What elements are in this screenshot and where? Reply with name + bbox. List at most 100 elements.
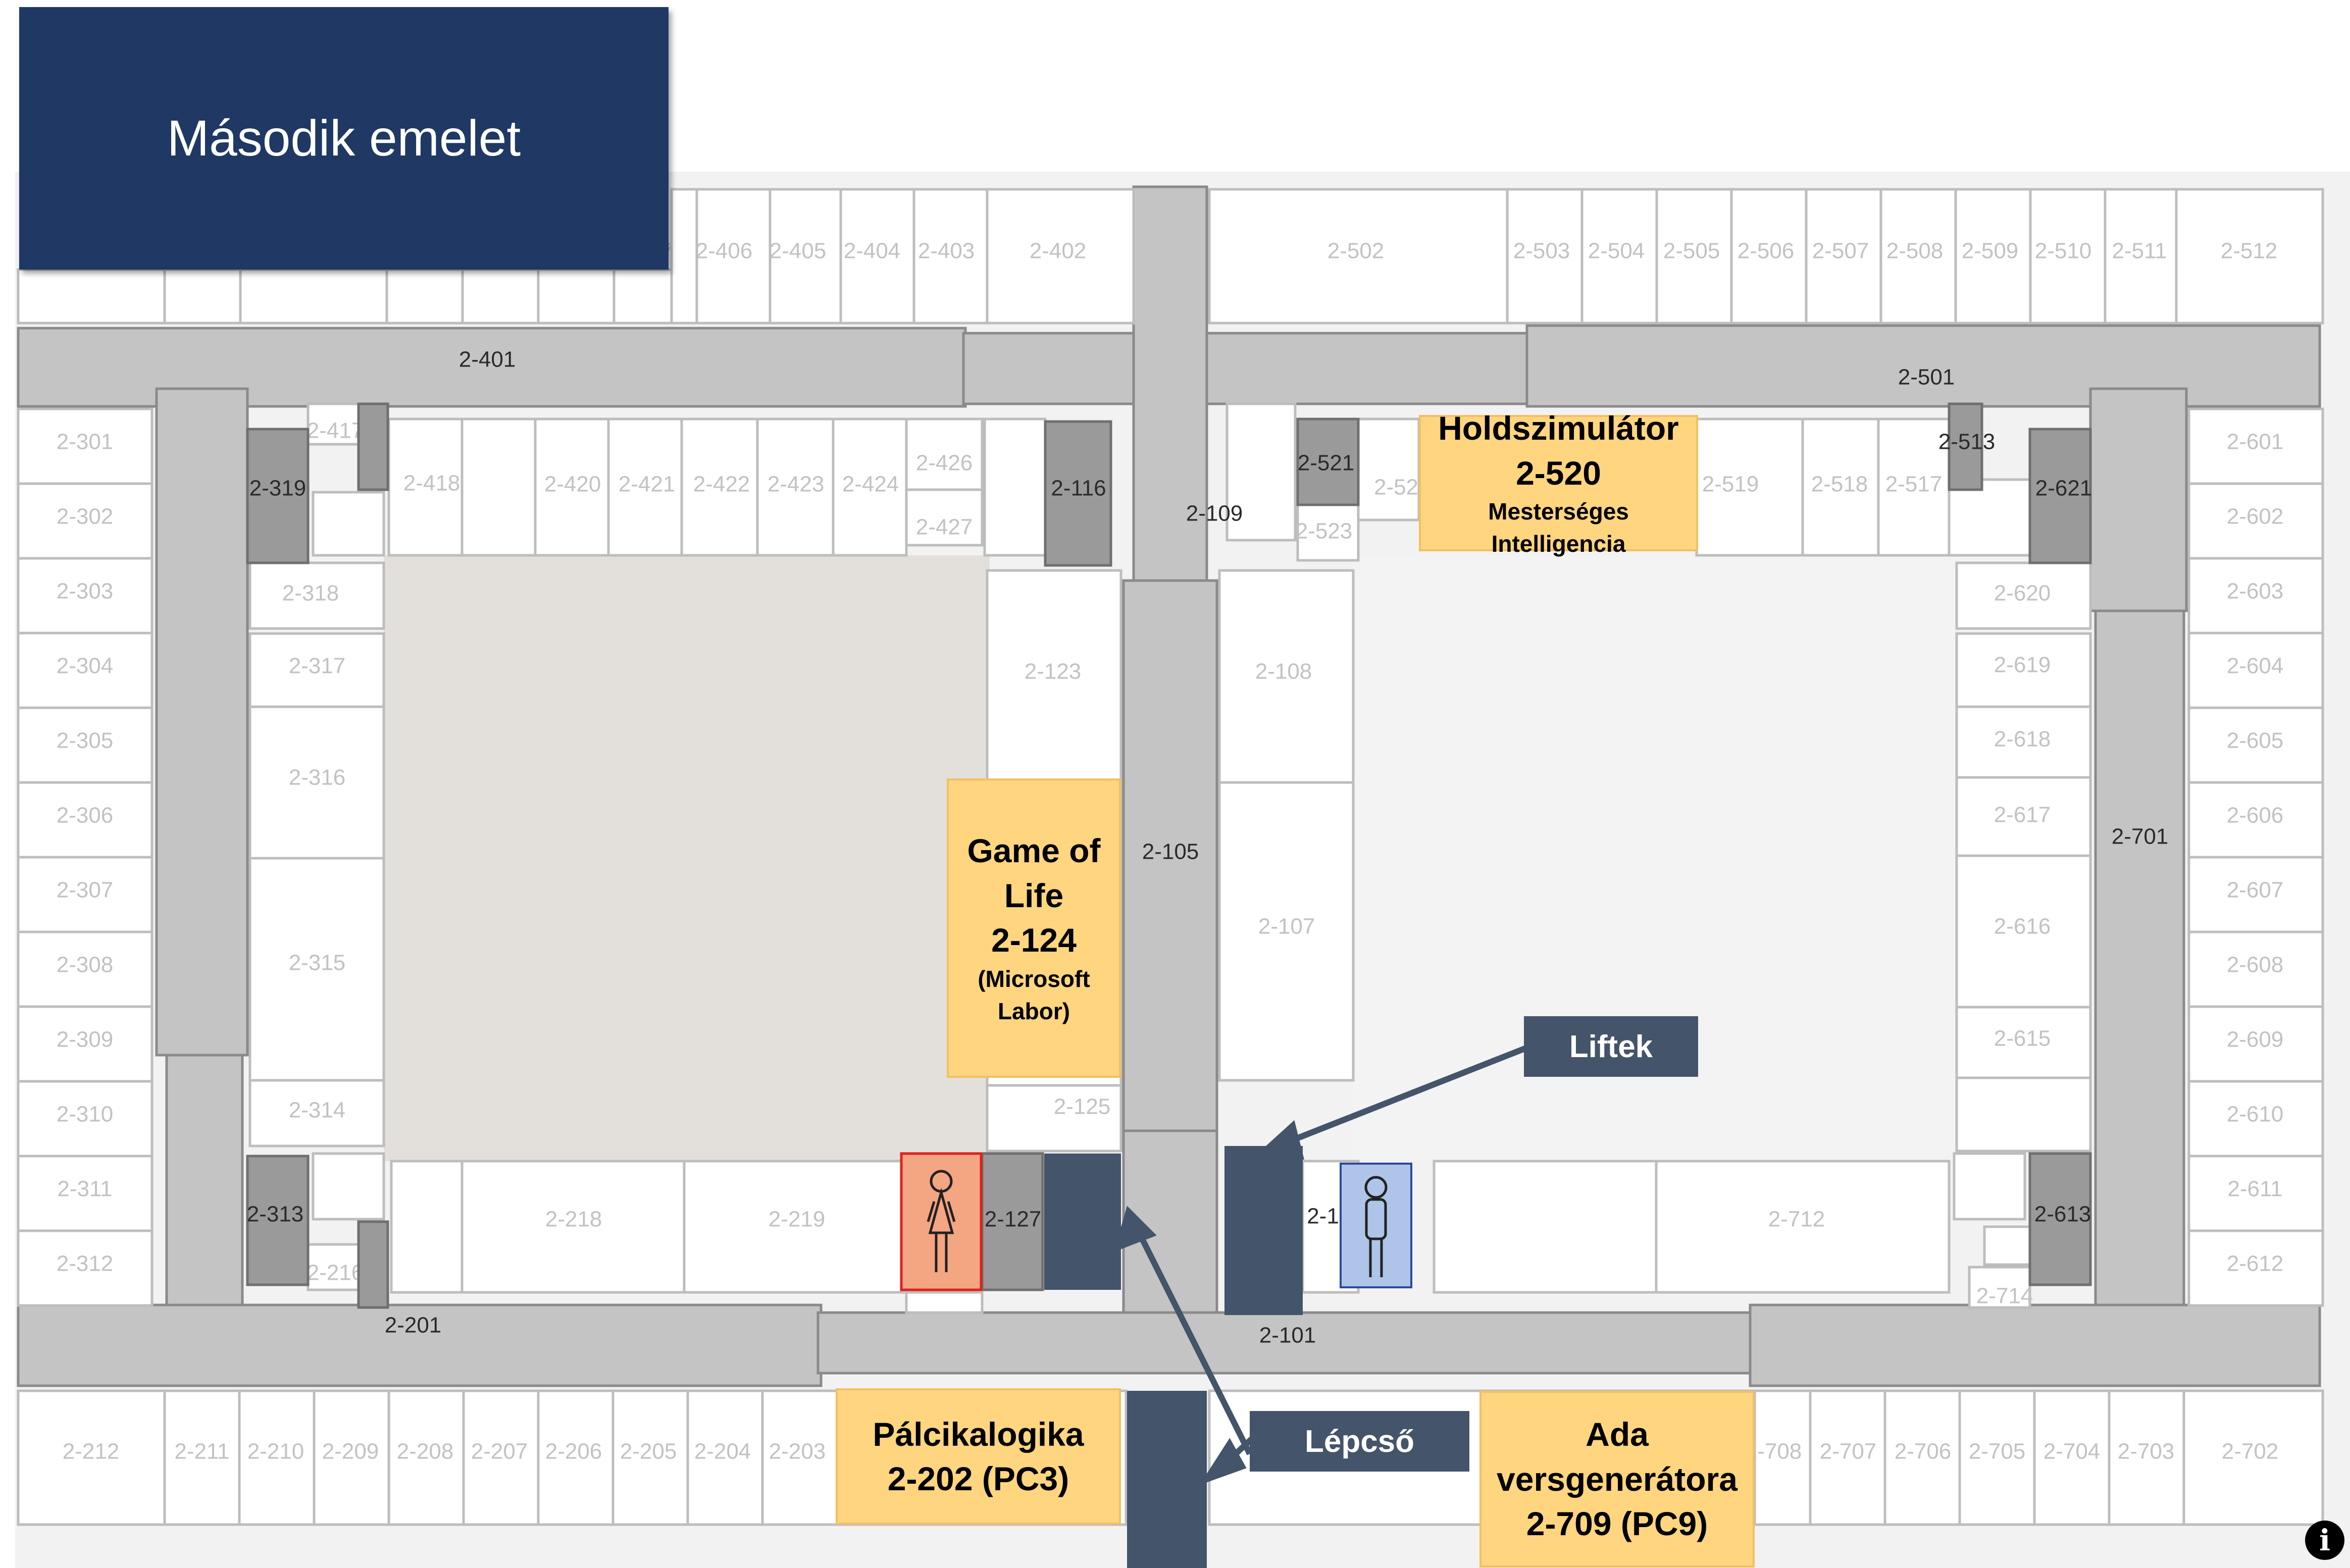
room-label: 2-608 [2227, 953, 2284, 977]
room-2-205 [611, 1389, 689, 1526]
info-icon[interactable]: i [2305, 1521, 2344, 1560]
corridor-label: 2-101 [1259, 1323, 1316, 1348]
room-label: 2-605 [2227, 728, 2284, 753]
room-2-523 [1296, 503, 1360, 562]
room-label: 2-611 [2227, 1177, 2282, 1201]
room-2-611 [2187, 1155, 2324, 1232]
room-2-612 [2187, 1229, 2324, 1307]
room-label: 2-210 [247, 1439, 304, 1464]
room-label: 2-504 [1588, 239, 1645, 264]
room-label: 2-208 [397, 1439, 454, 1464]
room-2-421 [607, 417, 683, 557]
room-2-208 [387, 1389, 465, 1526]
female-restroom [900, 1152, 983, 1291]
room-under-title [385, 268, 464, 325]
corridors [17, 185, 2321, 1387]
room-label: 2-707 [1820, 1439, 1877, 1464]
top-row-rooms: 7 2-406 2-405 2-404 2-403 2-402 2-502 2-… [17, 188, 2324, 325]
lift-arrow-head [1258, 1120, 1304, 1160]
room-label: 2-402 [1030, 239, 1087, 264]
room-2-318 [248, 561, 385, 630]
staircase [1127, 1391, 1207, 1568]
room-label: 2-125 [1054, 1094, 1111, 1119]
corridor-label: 2-401 [459, 347, 516, 372]
annotation-palcikalogika[interactable]: Pálcikalogika 2-202 (PC3) [836, 1388, 1121, 1525]
room-label: 2-702 [2222, 1439, 2279, 1464]
room-2-521 [1296, 417, 1360, 506]
room-2-613 [2028, 1152, 2092, 1286]
room-2-706 [1883, 1389, 1961, 1526]
annotation-holdszimulator[interactable]: Holdszimulátor 2-520 Mesterséges Intelli… [1419, 409, 1698, 557]
room-label: 2-218 [545, 1207, 602, 1232]
room-blank-614 [1955, 1076, 2092, 1153]
room-2-308 [17, 930, 154, 1008]
male-restroom [1340, 1163, 1412, 1288]
room-label: 2-503 [1513, 239, 1570, 264]
lifts-label-text: Liftek [1569, 1029, 1653, 1064]
room-label: 2-706 [1895, 1439, 1952, 1464]
room-label: 2-204 [694, 1439, 751, 1464]
room-label: 2-521 [1298, 451, 1355, 476]
room-2-503 [1506, 188, 1583, 325]
room-2-319 [246, 428, 310, 564]
room-2-708 [1753, 1389, 1812, 1526]
floor-title-box: Második emelet [19, 7, 669, 270]
room-label: 2-310 [57, 1102, 114, 1127]
corridor-north-center [962, 332, 1530, 405]
room-label: 2-206 [545, 1439, 602, 1464]
room-2-605 [2187, 706, 2324, 784]
room-2-125 [986, 1084, 1122, 1153]
room-2-512 [2175, 188, 2324, 325]
room-2-210 [238, 1389, 316, 1526]
room-label: 2-510 [2035, 239, 2092, 264]
room-2-508 [1879, 188, 1957, 325]
room-label: 2-302 [57, 504, 114, 529]
room-2-312 [17, 1229, 154, 1307]
corridor-label: 2-109 [1186, 501, 1243, 526]
west-column-rooms: 2-301 2-302 2-303 2-304 2-305 2-306 2-30… [17, 407, 154, 1307]
corridor-2-201 [17, 1303, 823, 1387]
room-label: 2-205 [620, 1439, 677, 1464]
room-label: 2-123 [1025, 659, 1082, 684]
room-2-424 [832, 417, 908, 557]
room-label: 2-602 [2227, 504, 2284, 529]
room-label: 2-616 [1994, 914, 2051, 939]
room-2-616 [1955, 854, 2092, 1009]
annotation-line2: versgenerátora [1497, 1460, 1738, 1498]
annotation-ada-versgenerator[interactable]: Ada versgenerátora 2-709 (PC9) [1479, 1391, 1755, 1567]
room-label: 2-304 [57, 654, 114, 678]
corridor-label: 2-501 [1898, 365, 1955, 390]
room-label: 2-405 [770, 239, 827, 264]
elevator-right [1224, 1146, 1303, 1315]
room-2-303 [17, 557, 154, 635]
room-label: 2-311 [57, 1177, 112, 1201]
room-label: 2-601 [2227, 430, 2284, 454]
room-2-218 [461, 1160, 686, 1294]
room-2-310 [17, 1080, 154, 1158]
annotation-game-of-life[interactable]: Game of Life 2-124 (Microsoft Labor) [947, 778, 1121, 1078]
room-label: 2-609 [2227, 1027, 2284, 1052]
room-label: 2-703 [2118, 1439, 2175, 1464]
room-r52 [1357, 417, 1420, 521]
room-label-r52: 2-52 [1374, 475, 1418, 500]
room-2-211 [163, 1389, 241, 1526]
room-blank-522 [1225, 402, 1297, 542]
room-under-title [461, 268, 540, 325]
room-label: 2-107 [1258, 914, 1315, 939]
room-label: 2-426 [916, 451, 973, 476]
room-2-309 [17, 1005, 154, 1083]
room-2-621 [2028, 428, 2092, 564]
room-under-wc [905, 1291, 984, 1314]
annotation-room: 2-709 (PC9) [1526, 1505, 1708, 1543]
corridor-2-701 [2094, 609, 2185, 1339]
room-under-title [163, 268, 242, 325]
room-label: 2-619 [1994, 653, 2051, 677]
room-2-513 [1948, 402, 1983, 491]
left-courtyard [384, 555, 990, 1161]
room-2-314 [248, 1079, 385, 1147]
room-label: 2-116 [1051, 476, 1106, 501]
room-label: 2-512 [2221, 239, 2278, 264]
room-2-127 [981, 1152, 1044, 1291]
room-label: 2-319 [249, 476, 306, 501]
